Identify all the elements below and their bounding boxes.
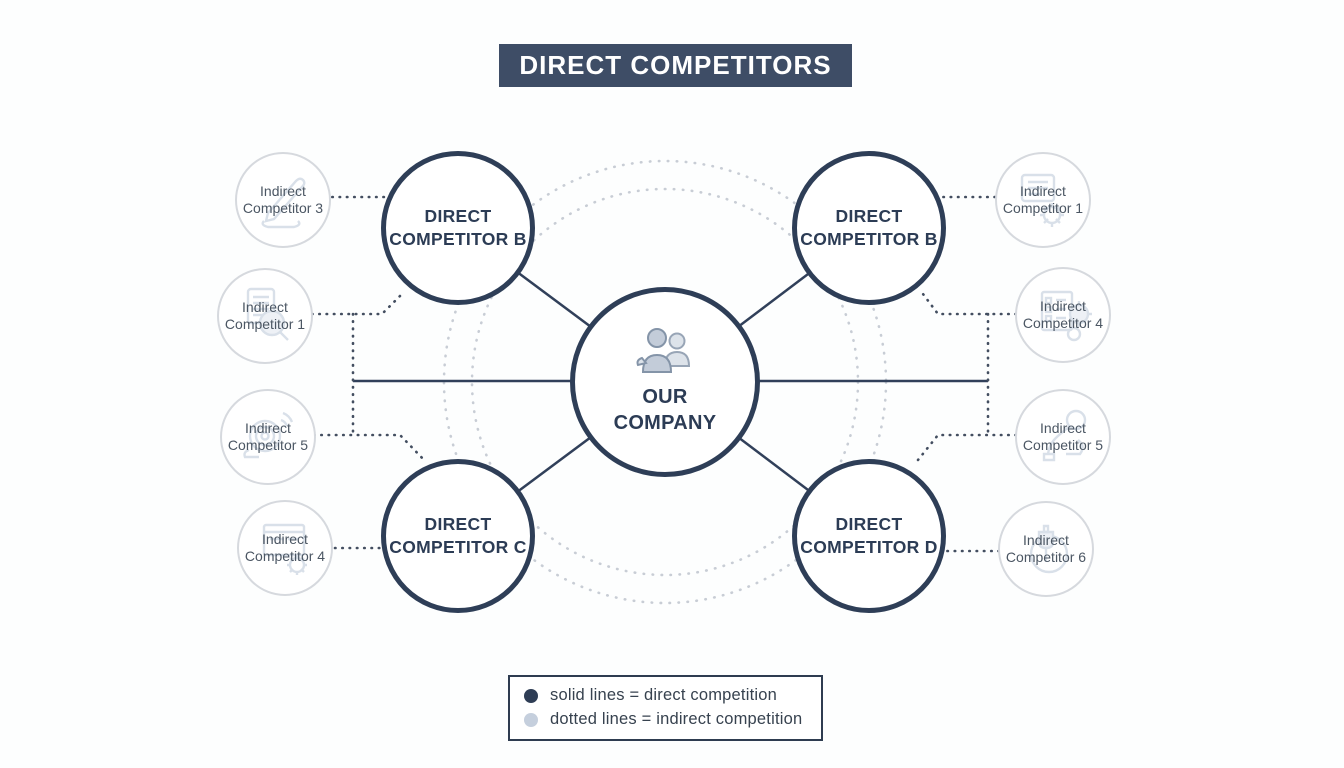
solid-line-marker [524, 688, 538, 703]
dotted-line-marker [524, 712, 538, 727]
legend: solid lines = direct competition dotted … [508, 675, 823, 741]
direct-competitor-node-top-right: DIRECT COMPETITOR B [792, 151, 946, 305]
people-icon [636, 328, 691, 373]
legend-item: solid lines = direct competition [524, 686, 807, 705]
direct-competitor-label: DIRECT COMPETITOR B [800, 206, 938, 249]
page-title-banner: DIRECT COMPETITORS [499, 44, 852, 87]
window-gear-icon [239, 502, 331, 594]
indirect-competitor-node: Indirect Competitor 5 [220, 389, 316, 485]
indirect-competition-lines [310, 195, 1018, 553]
indirect-competitor-node: Indirect Competitor 4 [1015, 267, 1111, 363]
indirect-competitor-node: Indirect Competitor 4 [237, 500, 333, 596]
direct-competitor-node-bottom-right: DIRECT COMPETITOR D [792, 459, 946, 613]
indirect-competitor-node: Indirect Competitor 5 [1015, 389, 1111, 485]
direct-competitor-node-bottom-left: DIRECT COMPETITOR C [381, 459, 535, 613]
our-company-node: OUR COMPANY [570, 287, 760, 477]
page-title: DIRECT COMPETITORS [519, 50, 832, 80]
indirect-competitor-label: Indirect Competitor 1 [1002, 182, 1084, 217]
direct-competitor-label: DIRECT COMPETITOR B [389, 206, 527, 249]
indirect-competitor-label: Indirect Competitor 4 [244, 530, 326, 565]
checklist-gear-icon [1017, 269, 1109, 361]
document-search-icon [219, 270, 311, 362]
indirect-competitor-node: Indirect Competitor 1 [995, 152, 1091, 248]
legend-item-label: dotted lines = indirect competition [550, 710, 803, 728]
our-company-label: OUR COMPANY [613, 386, 717, 434]
direct-competitor-label: DIRECT COMPETITOR C [389, 514, 527, 557]
bag-icon [1000, 503, 1092, 595]
indirect-competitor-node: Indirect Competitor 3 [235, 152, 331, 248]
direct-competitor-label: DIRECT COMPETITOR D [800, 514, 938, 557]
direct-competitor-node-top-left: DIRECT COMPETITOR B [381, 151, 535, 305]
indirect-competitor-node: Indirect Competitor 1 [217, 268, 313, 364]
pen-icon [237, 154, 329, 246]
signal-icon [222, 391, 314, 483]
indirect-competitor-label: Indirect Competitor 3 [242, 182, 324, 217]
legend-item: dotted lines = indirect competition [524, 710, 807, 729]
document-gear-icon [997, 154, 1089, 246]
indirect-competitor-label: Indirect Competitor 6 [1005, 531, 1087, 566]
indirect-competitor-node: Indirect Competitor 6 [998, 501, 1094, 597]
cable-plug-icon [1017, 391, 1109, 483]
legend-item-label: solid lines = direct competition [550, 686, 777, 704]
indirect-competitor-label: Indirect Competitor 4 [1022, 297, 1104, 332]
indirect-competitor-label: Indirect Competitor 5 [1022, 419, 1104, 454]
indirect-competitor-label: Indirect Competitor 1 [224, 298, 306, 333]
indirect-competitor-label: Indirect Competitor 5 [227, 419, 309, 454]
